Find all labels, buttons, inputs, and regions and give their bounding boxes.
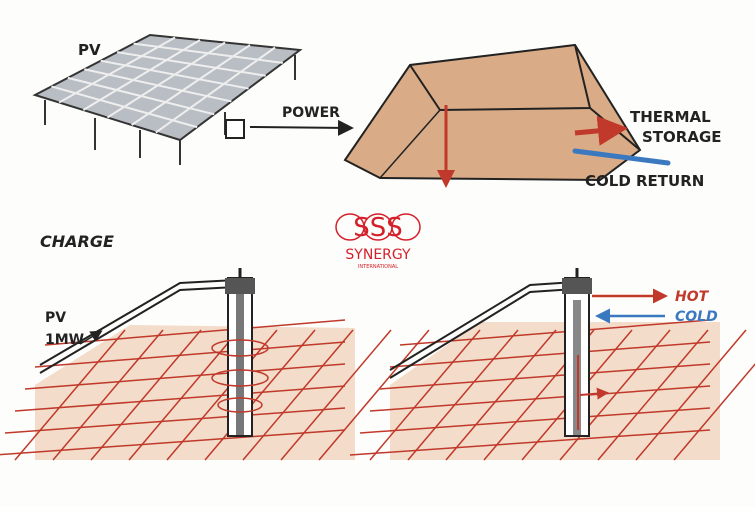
grid-line xyxy=(318,329,430,461)
grid-line xyxy=(24,363,346,390)
grid-line xyxy=(242,329,354,461)
grid-line xyxy=(445,329,557,461)
pv-array xyxy=(32,33,303,165)
grid-line xyxy=(14,385,346,412)
svg-text:SSS: SSS xyxy=(353,213,403,243)
thermal-storage-pile xyxy=(343,43,642,182)
pv-1mw-label-1: PV xyxy=(45,310,66,326)
cold-label: COLD xyxy=(675,309,718,325)
grid-line xyxy=(369,385,711,412)
grid-line xyxy=(349,429,711,456)
charge-panel xyxy=(0,268,430,461)
grid-line xyxy=(34,341,346,368)
grid-line xyxy=(155,46,276,134)
pv-1mw-label-2: 1MW xyxy=(45,332,84,348)
grid-line xyxy=(673,363,755,461)
synergy-logo: SSS SYNERGY INTERNATIONAL xyxy=(335,213,421,270)
grid-line xyxy=(635,329,747,461)
storage-label: STORAGE xyxy=(642,128,722,146)
power-label: POWER xyxy=(282,105,340,121)
grid-line xyxy=(58,36,176,104)
grid-line xyxy=(389,341,711,368)
grid-line xyxy=(369,329,481,461)
grid-line xyxy=(597,329,709,461)
grid-line xyxy=(359,407,711,434)
cold-return-pipe xyxy=(572,148,671,166)
svg-text:SYNERGY: SYNERGY xyxy=(345,247,411,263)
pv-label: PV xyxy=(78,41,101,59)
grid-line xyxy=(90,329,202,461)
grid-line xyxy=(131,44,251,126)
thermal-label: THERMAL xyxy=(630,108,711,126)
grid-line xyxy=(106,41,226,119)
power-arrow xyxy=(249,119,354,136)
grid-line xyxy=(407,329,519,461)
hot-label: HOT xyxy=(675,289,710,305)
grid-line xyxy=(559,329,671,461)
charge-label: CHARGE xyxy=(40,232,114,251)
grid-line xyxy=(4,407,346,434)
grid-line xyxy=(379,363,711,390)
cold-return-label: COLD RETURN xyxy=(585,172,704,190)
inverter-icon xyxy=(225,119,245,139)
grid-line xyxy=(14,329,126,461)
discharge-panel xyxy=(349,268,755,461)
svg-text:INTERNATIONAL: INTERNATIONAL xyxy=(358,264,398,270)
hot-out-arrow xyxy=(574,115,628,146)
grid-line xyxy=(52,329,164,461)
grid-line xyxy=(82,39,201,111)
grid-line xyxy=(280,329,392,461)
grid-line xyxy=(0,429,346,456)
